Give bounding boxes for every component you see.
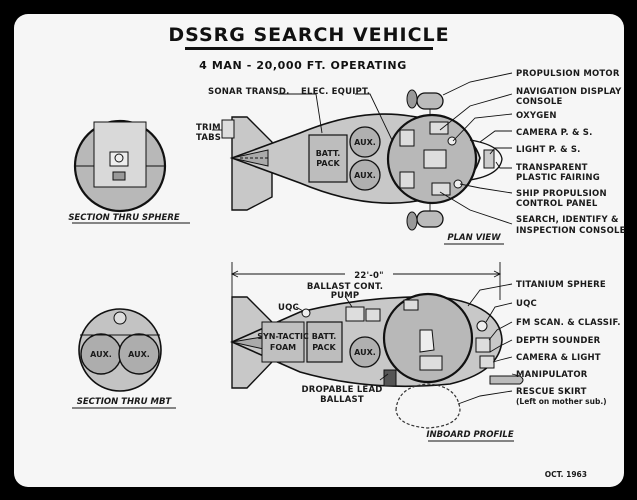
label-uqc-right: UQC <box>516 299 537 309</box>
profile-leaders <box>295 283 521 405</box>
label-search-identify: SEARCH, IDENTIFY & <box>516 215 619 225</box>
section-mbt-drawing <box>78 308 162 392</box>
label-propulsion-motor: PROPULSION MOTOR <box>516 69 620 79</box>
label-nav-console: CONSOLE <box>516 97 563 107</box>
date-label: OCT. 1963 <box>545 470 587 479</box>
section-sphere-drawing <box>73 119 167 213</box>
label-fm-scan: FM SCAN. & CLASSIF. <box>516 318 621 328</box>
plan-leaders <box>212 72 513 225</box>
mbt-aux-left: AUX. <box>90 350 112 359</box>
label-trim: TRIM <box>196 123 221 133</box>
dimension-label: 22'-0" <box>354 271 384 281</box>
label-camera-light: CAMERA & LIGHT <box>516 353 601 363</box>
label-depth-sounder: DEPTH SOUNDER <box>516 336 601 346</box>
title: DSSRG SEARCH VEHICLE <box>168 24 449 46</box>
profile-syntactic: SYN-TACTIC <box>257 332 309 341</box>
dimension-line <box>230 262 502 300</box>
label-oxygen: OXYGEN <box>516 111 557 121</box>
label-uqc-left: UQC <box>278 303 299 313</box>
inboard-profile-caption: INBOARD PROFILE <box>426 430 514 440</box>
label-control-panel: CONTROL PANEL <box>516 199 598 209</box>
dimension-label-bg <box>345 268 393 280</box>
label-ship-propulsion: SHIP PROPULSION <box>516 189 607 199</box>
plan-view-drawing <box>221 89 503 231</box>
mbt-aux-right: AUX. <box>128 350 150 359</box>
subtitle: 4 MAN - 20,000 FT. OPERATING <box>199 59 407 72</box>
label-light: LIGHT P. & S. <box>516 145 581 155</box>
section-sphere-caption: SECTION THRU SPHERE <box>68 213 180 223</box>
label-inspection-console: INSPECTION CONSOLE <box>516 226 626 236</box>
label-transparent: TRANSPARENT <box>516 163 588 173</box>
profile-foam: FOAM <box>270 343 296 352</box>
profile-aux: AUX. <box>354 348 376 357</box>
label-elec: ELEC. EQUIPT. <box>301 87 370 97</box>
label-rescue-skirt: RESCUE SKIRT <box>516 387 587 397</box>
label-sonar: SONAR TRANSD. <box>208 87 290 97</box>
label-left-on-mother-sub: (Left on mother sub.) <box>516 397 607 406</box>
label-manipulator: MANIPULATOR <box>516 370 588 380</box>
label-tabs: TABS <box>196 133 221 143</box>
section-mbt-caption: SECTION THRU MBT <box>77 397 173 407</box>
plan-aux-top: AUX. <box>354 138 376 147</box>
plan-pack-label: PACK <box>316 159 340 168</box>
profile-batt: BATT. <box>312 332 337 341</box>
profile-pack: PACK <box>312 343 336 352</box>
label-titanium-sphere: TITANIUM SPHERE <box>516 280 606 290</box>
plan-batt-label: BATT. <box>316 149 341 158</box>
title-underline <box>185 47 433 50</box>
plan-view-caption: PLAN VIEW <box>447 233 501 243</box>
label-ballast: BALLAST <box>320 395 364 405</box>
inboard-profile-drawing <box>230 292 524 429</box>
label-camera: CAMERA P. & S. <box>516 128 593 138</box>
label-pump: PUMP <box>331 291 360 301</box>
label-nav: NAVIGATION DISPLAY <box>516 87 622 97</box>
plan-aux-bottom: AUX. <box>354 171 376 180</box>
label-plastic-fairing: PLASTIC FAIRING <box>516 173 600 183</box>
label-ballast-cont: BALLAST CONT. <box>307 282 383 292</box>
label-dropable-lead: DROPABLE LEAD <box>302 385 383 395</box>
